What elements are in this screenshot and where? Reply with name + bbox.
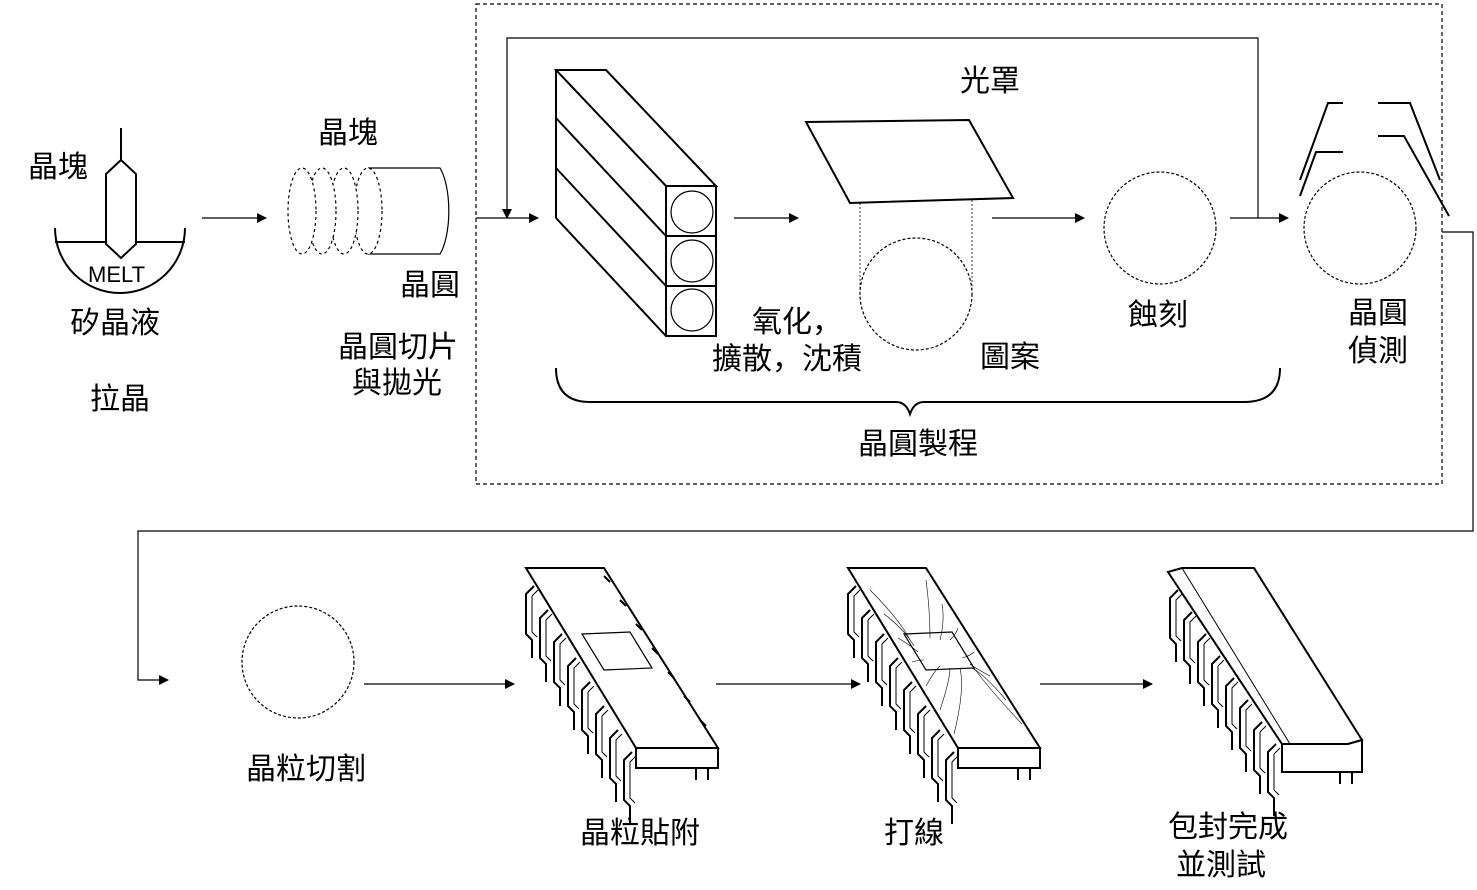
die-cut-label: 晶粒切割	[246, 752, 366, 787]
wafer-probe-label-2: 偵測	[1348, 334, 1408, 369]
slice-polish-label-2: 與拋光	[352, 366, 442, 401]
ingot-label-mid: 晶塊	[318, 116, 378, 151]
wire-bond-icon	[846, 567, 1042, 825]
probed-wafer-icon	[1303, 171, 1417, 285]
crystal-pull-label: 拉晶	[90, 382, 150, 417]
oxidation-label-2: 擴散，沈積	[712, 342, 862, 377]
pattern-wafer-icon	[859, 237, 973, 351]
diced-wafer-icon	[241, 605, 355, 719]
wafer-probe-label-1: 晶圓	[1348, 296, 1408, 331]
crystal-puller-icon	[54, 128, 186, 294]
wafer-fab-brace	[555, 367, 1281, 418]
package-test-label-1: 包封完成	[1168, 810, 1288, 845]
probe-needles-icon	[1299, 102, 1450, 217]
wafer-fab-label: 晶圓製程	[858, 427, 978, 462]
oxidation-label-1: 氧化，	[752, 305, 842, 340]
slice-polish-label-1: 晶圓切片	[338, 330, 458, 365]
packaged-chip-icon	[1166, 567, 1364, 817]
ingot-label-top: 晶塊	[28, 150, 88, 185]
package-test-label-2: 並測試	[1176, 848, 1266, 883]
etched-wafer-icon	[1103, 171, 1217, 285]
pattern-label: 圖案	[980, 340, 1040, 375]
wire-bond-label: 打線	[884, 816, 944, 851]
photomask-icon	[804, 118, 1015, 290]
die-attach-label: 晶粒貼附	[580, 816, 700, 851]
wafer-fab-boundary	[475, 3, 1443, 485]
furnace-icon	[553, 69, 719, 337]
etch-label: 蝕刻	[1128, 298, 1188, 333]
photomask-label: 光罩	[960, 64, 1020, 99]
melt-label: MELT	[88, 262, 146, 287]
wafer-label: 晶圓	[400, 268, 460, 303]
silicon-melt-label: 矽晶液	[70, 306, 160, 341]
leadframe-die-attach-icon	[524, 567, 720, 825]
ingot-wafers-icon	[287, 167, 450, 255]
